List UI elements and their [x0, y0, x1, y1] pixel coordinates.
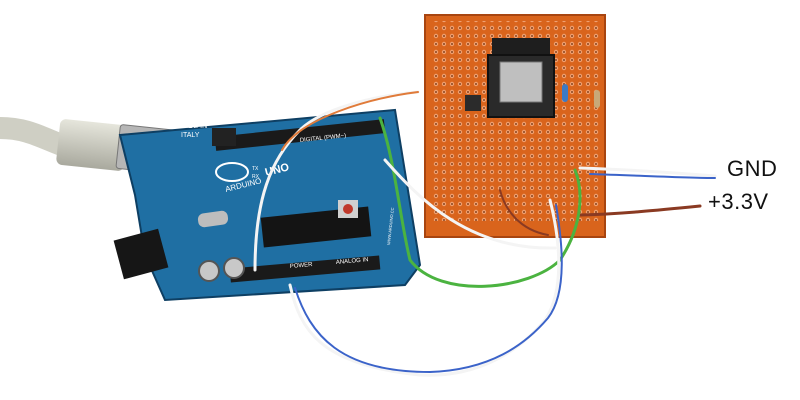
resistor	[562, 84, 568, 102]
esp-antenna	[492, 38, 550, 58]
wire-white-loop	[288, 198, 561, 377]
tx-led-text: TX	[252, 166, 259, 172]
perfboard	[424, 14, 606, 238]
arduino-logo-icon	[215, 162, 249, 182]
crystal	[197, 210, 229, 228]
vcc-label: +3.3V	[708, 189, 769, 214]
made-in-text: MADE IN	[178, 123, 207, 130]
arduino-uno-board: MADE IN ITALY DIGITAL (PWM~) ARDUINO UNO…	[113, 108, 422, 302]
icsp-header	[212, 128, 236, 146]
rx-led-text: RX	[252, 174, 260, 180]
capacitor	[198, 260, 220, 282]
resistor	[594, 90, 600, 108]
wire-white-short	[383, 158, 557, 250]
capacitor	[223, 257, 245, 279]
digital-pwm-text: DIGITAL (PWM~)	[300, 133, 347, 144]
esp-shield-can	[499, 61, 543, 103]
analog-in-text: ANALOG IN	[336, 257, 369, 266]
gnd-label: GND	[727, 156, 778, 181]
wire-green	[378, 116, 582, 288]
wire-gnd-blue	[589, 173, 716, 179]
dc-power-jack	[113, 228, 169, 280]
digital-header	[214, 119, 386, 151]
wire-blue-loop	[294, 204, 563, 374]
power-header-text: POWER	[290, 262, 314, 270]
wire-gnd	[578, 166, 717, 178]
wire-vcc	[578, 204, 702, 217]
wire-orange	[281, 91, 419, 151]
switch	[465, 95, 481, 111]
power-analog-header	[229, 255, 381, 283]
italy-text: ITALY	[181, 132, 200, 139]
website-text: WWW.ARDUINO.CC	[386, 207, 395, 245]
wires	[253, 90, 717, 377]
wire-brown-short	[499, 189, 549, 236]
